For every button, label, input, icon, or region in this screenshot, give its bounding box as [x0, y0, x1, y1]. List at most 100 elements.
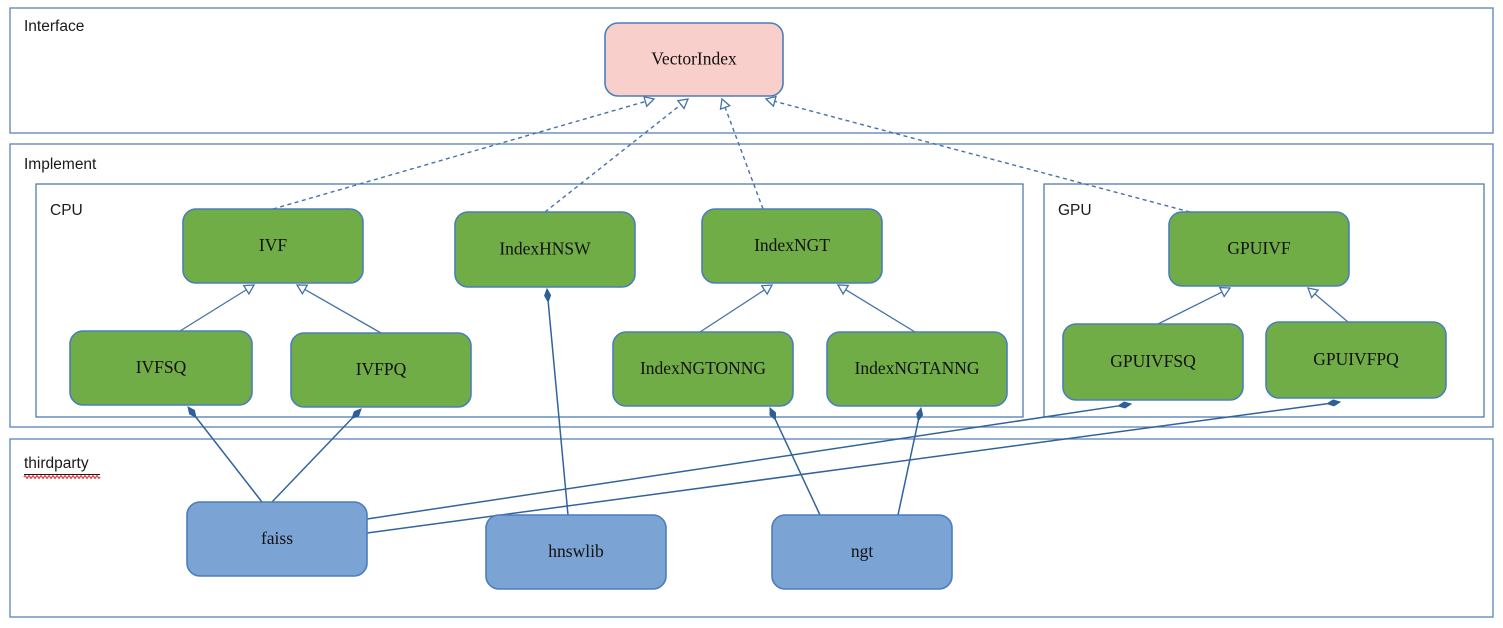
edge-ivf-to-vectorindex — [272, 95, 656, 210]
edge-ivfpq-to-ivf — [295, 284, 382, 334]
edge-faiss-to-gpuivfsq — [366, 401, 1133, 520]
edge-line-e6 — [304, 288, 382, 334]
aggregation-diamond-e15 — [544, 287, 552, 304]
edges-layer — [179, 95, 1349, 534]
edge-line-e15 — [547, 301, 569, 516]
edge-line-e2 — [544, 104, 682, 213]
node-label-gpuivfpq: GPUIVFPQ — [1313, 349, 1399, 369]
node-gpuivf[interactable]: GPUIVF — [1168, 211, 1350, 287]
node-vectorindex[interactable]: VectorIndex — [604, 22, 784, 97]
subgroup-label-cpu: CPU — [50, 202, 83, 219]
inheritance-arrowhead-e7 — [760, 284, 774, 296]
node-box-hnswlib[interactable] — [485, 514, 667, 590]
node-label-hnswlib: hnswlib — [548, 541, 604, 561]
aggregation-diamond-e16 — [769, 406, 777, 421]
edge-hnswlib-to-indexhnsw — [544, 287, 569, 516]
edge-ivfsq-to-ivf — [179, 284, 256, 332]
node-box-gpuivfpq[interactable] — [1265, 321, 1447, 399]
node-label-indexngtanng: IndexNGTANNG — [855, 358, 980, 378]
edge-gpuivf-to-vectorindex — [764, 95, 1191, 213]
node-label-ivfpq: IVFPQ — [356, 359, 407, 379]
node-ivfpq[interactable]: IVFPQ — [290, 332, 472, 408]
edge-ngt-to-indexngtonng — [769, 406, 821, 516]
node-box-gpuivf[interactable] — [1168, 211, 1350, 287]
edge-line-e14 — [366, 402, 1328, 534]
node-ivf[interactable]: IVF — [182, 208, 364, 284]
subgroup-gpu: GPU — [1043, 183, 1485, 418]
node-label-indexngtonng: IndexNGTONNG — [640, 358, 766, 378]
edge-faiss-to-ivfpq — [271, 408, 362, 503]
node-ngt[interactable]: ngt — [771, 514, 953, 590]
node-indexngtanng[interactable]: IndexNGTANNG — [826, 331, 1008, 407]
node-box-faiss[interactable] — [186, 501, 368, 577]
inheritance-arrowhead-e5 — [242, 284, 256, 296]
node-faiss[interactable]: faiss — [186, 501, 368, 577]
aggregation-diamond-e11 — [187, 406, 197, 419]
node-box-gpuivfsq[interactable] — [1062, 323, 1244, 401]
subgroup-cpu: CPU — [35, 183, 1024, 418]
inheritance-arrowhead-e10 — [1306, 287, 1320, 299]
aggregation-diamond-e12 — [351, 408, 362, 420]
edge-indexngtanng-to-indexngt — [836, 284, 916, 333]
edge-indexngtonng-to-indexngt — [699, 284, 774, 333]
node-label-ngt: ngt — [851, 541, 874, 561]
node-indexngtonng[interactable]: IndexNGTONNG — [612, 331, 794, 407]
node-label-gpuivfsq: GPUIVFSQ — [1110, 351, 1196, 371]
edge-line-e9 — [1157, 291, 1223, 325]
subgroup-frame-gpu — [1043, 183, 1485, 418]
node-gpuivfpq[interactable]: GPUIVFPQ — [1265, 321, 1447, 399]
edge-line-e7 — [699, 289, 765, 333]
node-box-ivf[interactable] — [182, 208, 364, 284]
node-label-ivf: IVF — [259, 235, 287, 255]
edge-faiss-to-ivfsq — [187, 406, 263, 503]
aggregation-diamond-e17 — [916, 406, 924, 422]
node-box-ngt[interactable] — [771, 514, 953, 590]
edge-line-e1 — [272, 100, 646, 210]
edge-gpuivfpq-to-gpuivf — [1306, 287, 1349, 323]
node-label-faiss: faiss — [261, 528, 293, 548]
node-box-ivfpq[interactable] — [290, 332, 472, 408]
edge-indexhnsw-to-vectorindex — [544, 98, 690, 213]
edge-line-e17 — [897, 420, 920, 516]
node-label-ivfsq: IVFSQ — [136, 357, 187, 377]
aggregation-diamond-e14 — [1325, 399, 1342, 407]
subgroup-frame-cpu — [35, 183, 1024, 418]
group-label-interface: Interface — [24, 18, 84, 35]
inheritance-arrowhead-e8 — [836, 284, 850, 296]
node-box-indexngt[interactable] — [701, 208, 883, 284]
node-box-vectorindex[interactable] — [604, 22, 784, 97]
aggregation-diamond-e13 — [1116, 401, 1133, 409]
inheritance-arrowhead-e1 — [643, 95, 656, 108]
node-indexhnsw[interactable]: IndexHNSW — [454, 211, 636, 288]
inheritance-arrowhead-e3 — [719, 97, 732, 111]
edge-line-e5 — [179, 289, 247, 332]
node-box-indexngtonng[interactable] — [612, 331, 794, 407]
subgroup-frames-layer: CPU GPU — [35, 183, 1485, 418]
node-label-indexhnsw: IndexHNSW — [499, 239, 591, 259]
edge-indexngt-to-vectorindex — [719, 97, 764, 210]
node-box-indexhnsw[interactable] — [454, 211, 636, 288]
inheritance-arrowhead-e2 — [676, 98, 690, 110]
node-label-vectorindex: VectorIndex — [651, 49, 737, 69]
edge-line-e11 — [195, 416, 263, 503]
node-label-gpuivf: GPUIVF — [1227, 238, 1290, 258]
edge-line-e8 — [845, 289, 916, 333]
node-gpuivfsq[interactable]: GPUIVFSQ — [1062, 323, 1244, 401]
edge-faiss-to-gpuivfpq — [366, 399, 1342, 534]
group-label-thirdparty: thirdparty — [24, 455, 89, 472]
node-indexngt[interactable]: IndexNGT — [701, 208, 883, 284]
edge-line-e10 — [1314, 293, 1349, 323]
edge-line-e3 — [724, 107, 764, 210]
node-ivfsq[interactable]: IVFSQ — [69, 330, 253, 406]
inheritance-arrowhead-e4 — [764, 95, 777, 108]
edge-line-e16 — [774, 419, 821, 516]
edge-line-e13 — [366, 405, 1119, 520]
node-hnswlib[interactable]: hnswlib — [485, 514, 667, 590]
node-box-indexngtanng[interactable] — [826, 331, 1008, 407]
edge-ngt-to-indexngtanng — [897, 406, 924, 516]
node-box-ivfsq[interactable] — [69, 330, 253, 406]
node-label-indexngt: IndexNGT — [754, 235, 830, 255]
spellcheck-underline-thirdparty — [23, 475, 101, 479]
